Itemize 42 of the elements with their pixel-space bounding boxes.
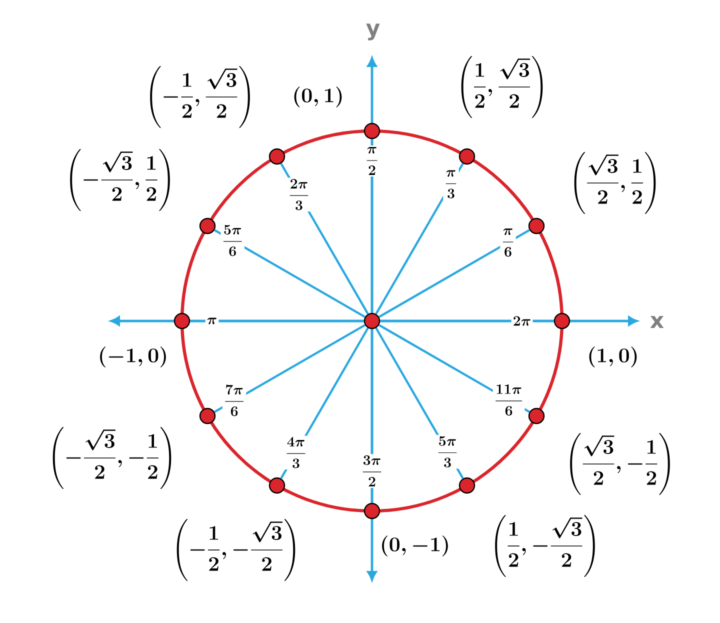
coordinate-label: $\left(-\frac{\sqrt{3}}{2},\frac{1}{2}\right)$	[70, 149, 170, 211]
angle-label: $\frac{2\pi}{3}$	[287, 178, 311, 212]
point-dot	[364, 312, 380, 330]
angle-label: $2\pi$	[511, 314, 533, 328]
point-dot	[174, 312, 190, 330]
angle-label: $\pi$	[205, 316, 219, 326]
axis-label: x	[650, 316, 664, 328]
point-dot	[268, 477, 286, 494]
radius-line	[190, 320, 364, 322]
point-dot	[458, 477, 476, 494]
angle-label: $\frac{\pi}{3}$	[443, 168, 459, 200]
angle-label: $\frac{5\pi}{3}$	[436, 434, 460, 469]
angle-label: $\frac{7\pi}{6}$	[222, 384, 246, 418]
angle-label: $\frac{3\pi}{2}$	[360, 454, 384, 488]
axis-label: y	[366, 24, 380, 40]
point-dot	[458, 148, 476, 165]
angle-label: $\frac{4\pi}{3}$	[284, 436, 308, 470]
radius-line	[380, 320, 554, 322]
point-dot	[364, 122, 380, 140]
angle-label: $\frac{\pi}{6}$	[500, 227, 516, 258]
coordinate-label: $\left(0,-1\right)$	[382, 536, 448, 556]
point-dot	[364, 502, 380, 520]
point-dot	[268, 148, 286, 165]
radius-line	[378, 229, 530, 318]
coordinate-label: $\left(\frac{1}{2},-\frac{\sqrt{3}}{2}\right)$	[495, 515, 595, 577]
coordinate-label: $\left(-1,0\right)$	[100, 346, 166, 368]
coordinate-label: $\left(-\frac{1}{2},\frac{\sqrt{3}}{2}\right)$	[150, 66, 250, 128]
point-dot	[528, 218, 545, 234]
point-dot	[199, 218, 216, 234]
angle-label: $\frac{\pi}{2}$	[364, 146, 380, 176]
coordinate-label: $\left(1,0\right)$	[589, 346, 637, 368]
coordinate-label: $\left(-\frac{\sqrt{3}}{2},-\frac{1}{2}\right)$	[52, 427, 172, 489]
coordinate-label: $\left(\frac{\sqrt{3}}{2},\frac{1}{2}\right)$	[574, 152, 656, 214]
point-dot	[199, 408, 216, 424]
point-dot	[528, 408, 545, 424]
point-dot	[554, 312, 570, 330]
coordinate-label: $\left(0,1\right)$	[294, 86, 342, 108]
coordinate-label: $\left(-\frac{1}{2},-\frac{\sqrt{3}}{2}\right)$	[176, 519, 296, 581]
coordinate-label: $\left(\frac{1}{2},\frac{\sqrt{3}}{2}\right)$	[461, 56, 543, 118]
angle-label: $\frac{11\pi}{6}$	[492, 383, 525, 417]
coordinate-label: $\left(\frac{\sqrt{3}}{2},-\frac{1}{2}\right)$	[570, 433, 670, 495]
angle-label: $\frac{5\pi}{6}$	[220, 224, 244, 258]
